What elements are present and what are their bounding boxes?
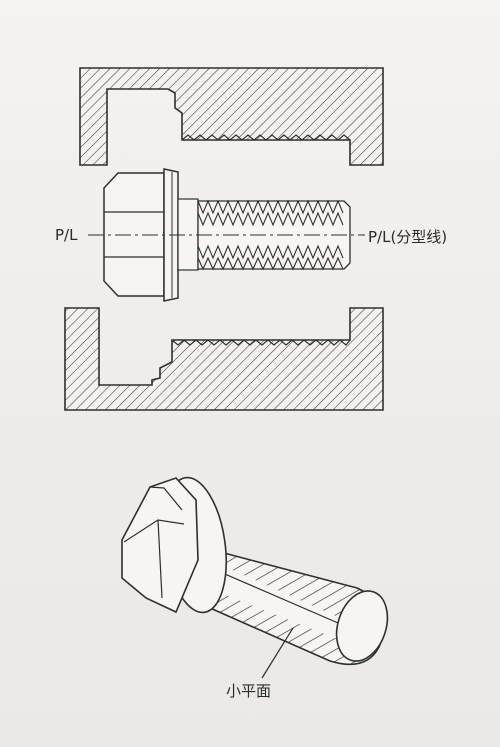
small-flat-label: 小平面	[226, 682, 272, 700]
mold-bottom-half	[64, 307, 384, 411]
pl-right-label: P/L(分型线)	[368, 228, 448, 246]
pl-left-label: P/L	[55, 226, 78, 244]
bolt-section	[103, 168, 351, 302]
bolt-3d	[121, 476, 389, 679]
mold-top-half	[79, 67, 384, 166]
